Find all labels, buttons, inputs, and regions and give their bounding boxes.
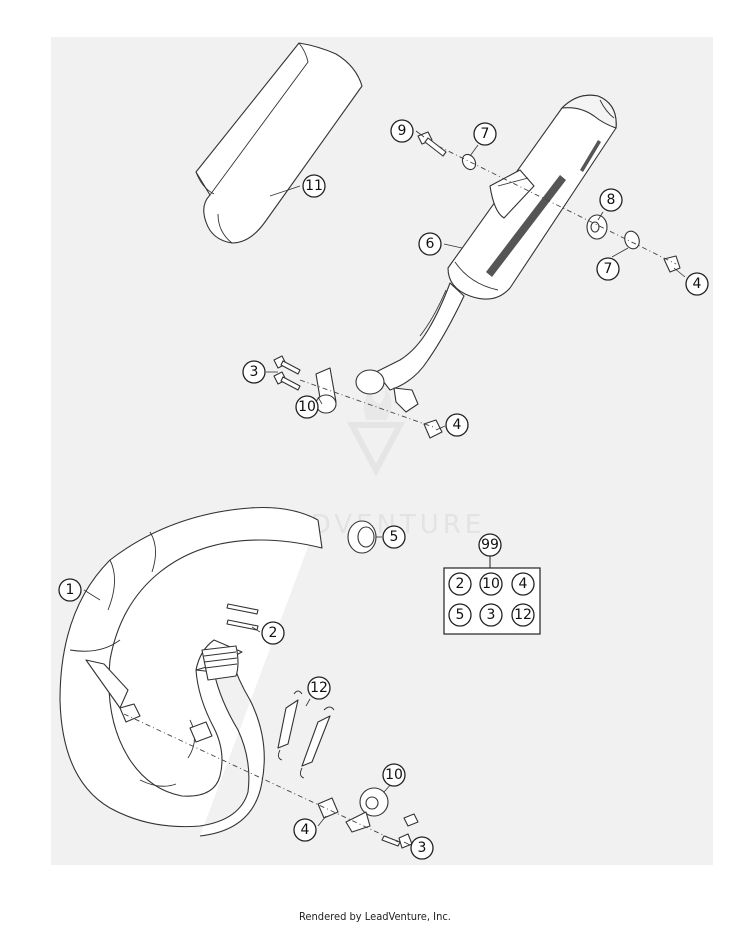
callout-10-lower: 10	[382, 763, 406, 787]
heat-guard-sleeve	[195, 42, 363, 244]
footer-credit: Rendered by LeadVenture, Inc.	[299, 910, 451, 923]
svg-text:6: 6	[426, 236, 435, 252]
kit-item: 10	[479, 572, 503, 596]
svg-text:10: 10	[298, 399, 316, 415]
svg-text:12: 12	[310, 680, 328, 696]
springs-12	[277, 690, 335, 779]
svg-text:3: 3	[418, 840, 427, 856]
svg-text:10: 10	[482, 576, 500, 592]
callout-5: 5	[382, 525, 406, 549]
svg-text:2: 2	[456, 576, 465, 592]
washer-7-upper	[461, 153, 477, 171]
callout-10-upper: 10	[295, 395, 319, 419]
svg-text:4: 4	[453, 417, 462, 433]
callout-6: 6	[418, 232, 442, 256]
kit-item: 4	[511, 572, 535, 596]
svg-text:12: 12	[514, 607, 532, 623]
callout-3-lower: 3	[410, 836, 434, 860]
svg-text:11: 11	[305, 178, 323, 194]
callout-3-upper: 3	[242, 360, 266, 384]
svg-text:8: 8	[607, 192, 616, 208]
svg-text:3: 3	[250, 364, 259, 380]
callout-1: 1	[58, 578, 82, 602]
kit-item: 2	[448, 572, 472, 596]
silencer	[355, 94, 617, 413]
callout-8: 8	[599, 188, 623, 212]
seal-ring-5	[347, 520, 377, 554]
bolt-3-upper	[273, 355, 301, 391]
callout-7-lower: 7	[596, 257, 620, 281]
svg-text:4: 4	[519, 576, 528, 592]
svg-text:2: 2	[269, 625, 278, 641]
clip-4-lower	[317, 797, 339, 819]
callout-12: 12	[307, 676, 331, 700]
svg-text:10: 10	[385, 767, 403, 783]
leader-lines	[83, 130, 686, 846]
svg-text:1: 1	[66, 582, 75, 598]
callout-11: 11	[302, 174, 326, 198]
svg-text:5: 5	[456, 607, 465, 623]
rubber-mount-10-lower	[345, 787, 389, 833]
exhaust-pipe	[59, 507, 323, 837]
svg-text:7: 7	[604, 261, 613, 277]
callout-99: 99	[478, 533, 502, 557]
callout-7-upper: 7	[473, 122, 497, 146]
bolt-3-lower	[381, 813, 419, 849]
callout-9: 9	[390, 119, 414, 143]
svg-text:7: 7	[481, 126, 490, 142]
svg-text:5: 5	[390, 529, 399, 545]
kit-item: 5	[448, 603, 472, 627]
kit-item: 3	[479, 603, 503, 627]
svg-text:3: 3	[487, 607, 496, 623]
grommet-8	[586, 214, 608, 240]
callout-2: 2	[261, 621, 285, 645]
svg-text:9: 9	[398, 123, 407, 139]
callout-4-upper: 4	[685, 272, 709, 296]
o-rings-2	[226, 603, 259, 631]
callout-4-lower: 4	[293, 818, 317, 842]
svg-text:99: 99	[481, 537, 499, 553]
clip-4-mid	[423, 419, 443, 439]
kit-item: 12	[511, 603, 535, 627]
callout-4-mid: 4	[445, 413, 469, 437]
svg-text:4: 4	[301, 822, 310, 838]
svg-text:4: 4	[693, 276, 702, 292]
